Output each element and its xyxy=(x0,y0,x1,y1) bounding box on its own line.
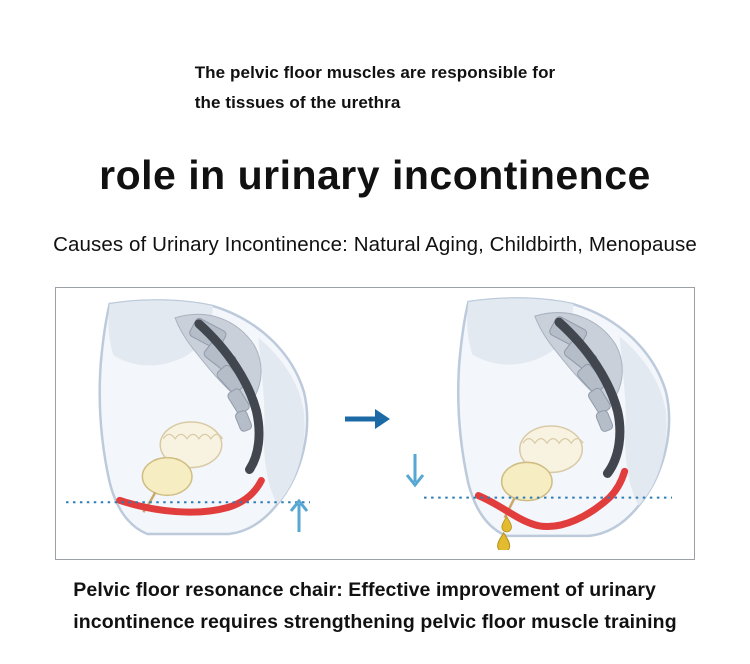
transition-right-arrow-icon xyxy=(345,408,390,429)
intestine-folds xyxy=(522,437,584,444)
descent-down-arrow-icon xyxy=(405,453,425,487)
pelvis-diagram-sagging xyxy=(424,296,672,550)
page-title: role in urinary incontinence xyxy=(99,151,651,198)
coccyx-ligament xyxy=(554,317,625,478)
pelvic-floor-muscle-sagging xyxy=(474,467,629,530)
footer-line-1: Pelvic floor resonance chair: Effective … xyxy=(73,578,656,601)
pelvis-diagram-normal xyxy=(66,298,310,535)
header-line-1: The pelvic floor muscles are responsible… xyxy=(194,63,556,82)
urine-drops-icon xyxy=(497,515,512,550)
bladder xyxy=(500,461,553,501)
lift-up-arrow-icon xyxy=(289,498,309,532)
uterus xyxy=(519,424,584,473)
footer-line-2: incontinence requires strengthening pelv… xyxy=(73,610,677,633)
uterus xyxy=(159,420,223,468)
header-text: The pelvic floor muscles are responsible… xyxy=(195,0,556,118)
pelvic-floor-muscle xyxy=(116,476,265,516)
anatomy-comparison-panel xyxy=(55,286,695,560)
header-line-2: the tissues of the urethra xyxy=(194,92,401,112)
intestine-folds xyxy=(162,433,224,440)
footer-text: Pelvic floor resonance chair: Effective … xyxy=(73,574,676,638)
buttock-shading xyxy=(258,337,305,504)
coccyx-ligament xyxy=(194,318,264,474)
bladder xyxy=(141,456,193,496)
causes-subtitle: Causes of Urinary Incontinence: Natural … xyxy=(53,232,697,256)
buttock-shading xyxy=(619,335,667,506)
